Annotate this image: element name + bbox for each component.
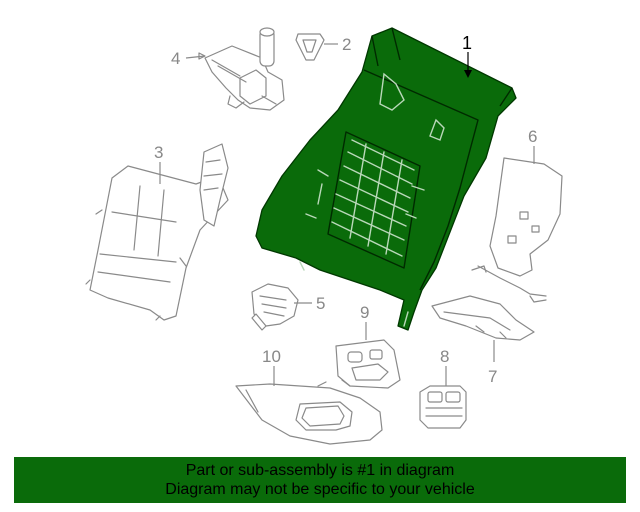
callout-2: 2 bbox=[342, 35, 351, 54]
part-10-side-trim-panel[interactable] bbox=[235, 366, 383, 445]
banner-line-1: Part or sub-assembly is #1 in diagram bbox=[185, 462, 455, 479]
callout-9: 9 bbox=[360, 303, 369, 322]
part-4-actuator[interactable] bbox=[185, 27, 285, 111]
part-9-switch-assembly[interactable] bbox=[335, 322, 401, 389]
part-5-lumbar-bracket[interactable] bbox=[251, 283, 312, 331]
callout-1: 1 bbox=[462, 33, 472, 53]
callout-6: 6 bbox=[528, 127, 537, 146]
callout-3: 3 bbox=[154, 143, 163, 162]
part-6-seat-back-pad[interactable] bbox=[471, 146, 563, 303]
banner-line-2: Diagram may not be specific to your vehi… bbox=[165, 481, 475, 498]
callout-5: 5 bbox=[316, 294, 325, 313]
part-2-clip[interactable] bbox=[295, 33, 338, 61]
info-banner: Part or sub-assembly is #1 in diagram Di… bbox=[14, 457, 626, 503]
callout-4: 4 bbox=[171, 49, 180, 68]
callout-8: 8 bbox=[440, 347, 449, 366]
part-3-seat-back-cover[interactable] bbox=[85, 143, 229, 321]
part-7-side-shield[interactable] bbox=[431, 295, 535, 362]
part-1-seat-back-frame[interactable] bbox=[255, 27, 517, 331]
callout-7: 7 bbox=[488, 367, 497, 386]
callout-10: 10 bbox=[262, 347, 281, 366]
parts-diagram: 4 2 3 1 bbox=[85, 27, 563, 445]
part-8-switch[interactable] bbox=[419, 366, 467, 429]
